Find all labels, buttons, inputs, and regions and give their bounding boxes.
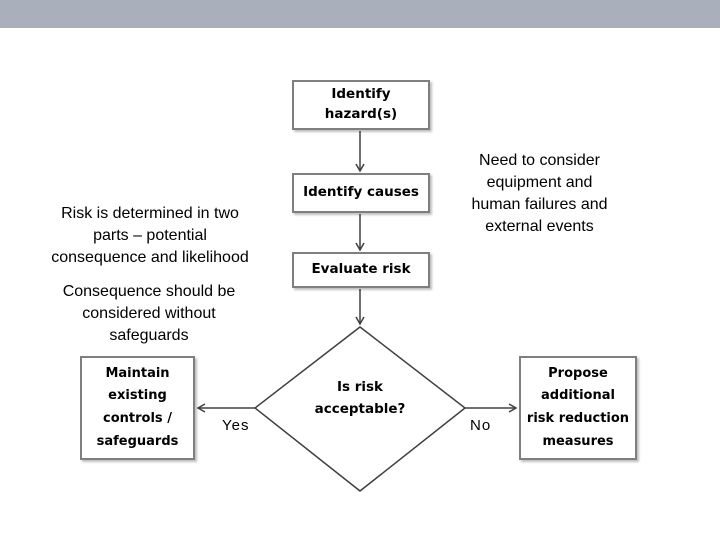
maintain-controls-box: Maintain existing controls / safeguards <box>80 356 195 460</box>
evaluate-risk-box: Evaluate risk <box>292 252 430 288</box>
header-bar <box>0 0 720 28</box>
decision-diamond <box>253 326 467 492</box>
no-branch-label: No <box>470 417 492 434</box>
propose-measures-box: Propose additional risk reduction measur… <box>519 356 637 460</box>
consequence-note: Consequence should be considered without… <box>62 283 236 345</box>
yes-branch-label: Yes <box>222 417 250 434</box>
risk-determined-note: Risk is determined in two parts – potent… <box>51 205 249 267</box>
identify-causes-label: Identify causes <box>303 184 419 201</box>
identify-causes-box: Identify causes <box>292 173 430 213</box>
evaluate-risk-label: Evaluate risk <box>311 261 411 278</box>
identify-hazards-label: Identify hazard(s) <box>324 86 398 122</box>
identify-hazards-box: Identify hazard(s) <box>292 80 430 130</box>
decision-label: Is risk acceptable? <box>314 379 406 418</box>
propose-measures-label: Propose additional risk reduction measur… <box>526 365 630 449</box>
consider-failures-note: Need to consider equipment and human fai… <box>471 152 608 236</box>
maintain-controls-label: Maintain existing controls / safeguards <box>96 365 179 449</box>
